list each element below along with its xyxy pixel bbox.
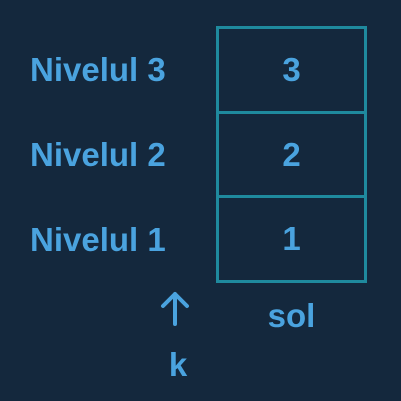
level-2-label: Nivelul 2 (30, 136, 166, 173)
floor-label: sol (267, 297, 316, 334)
level-3-label: Nivelul 3 (30, 51, 166, 88)
up-arrow-icon (161, 292, 189, 326)
stack-box: 3 2 1 (216, 26, 367, 283)
stack-cell-level-1: 1 (219, 195, 364, 280)
level-1-label: Nivelul 1 (30, 221, 166, 258)
pointer-label: k (168, 346, 188, 383)
stack-cell-level-3: 3 (282, 50, 301, 88)
stack-cell-level-2: 2 (219, 110, 364, 196)
